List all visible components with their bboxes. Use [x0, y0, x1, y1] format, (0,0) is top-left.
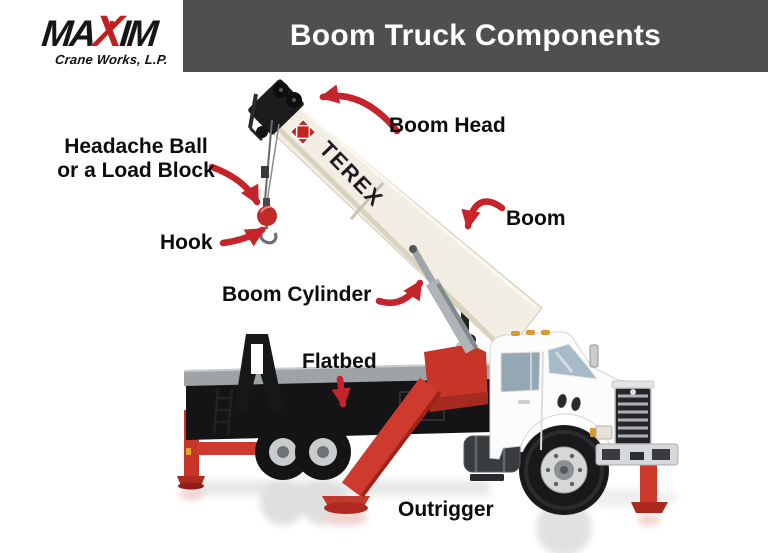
front-wheel	[519, 425, 609, 515]
label-boom: Boom	[506, 207, 566, 230]
boom-arrow	[461, 198, 506, 230]
ladder	[212, 387, 234, 435]
label-headache-ball-line1: Headache Ball	[64, 135, 208, 158]
boom-head	[248, 79, 304, 142]
terex-emblem	[289, 118, 317, 146]
side-window	[500, 351, 541, 393]
label-hook: Hook	[160, 231, 213, 254]
truck-front	[590, 380, 679, 466]
boom-head-arrow	[319, 84, 401, 135]
label-boom-head: Boom Head	[389, 114, 506, 137]
label-outrigger: Outrigger	[398, 498, 494, 521]
label-flatbed: Flatbed	[302, 350, 377, 373]
rear-wheels	[255, 424, 351, 480]
flatbed-arrow	[331, 375, 351, 408]
label-boom-cylinder: Boom Cylinder	[222, 283, 372, 306]
main-outrigger	[322, 377, 442, 514]
windshield	[547, 343, 599, 380]
header-bar: Boom Truck Components	[183, 0, 768, 72]
boom-cylinder-arrow	[375, 279, 424, 306]
headache-ball-arrow	[208, 163, 261, 206]
label-headache-ball-line2: or a Load Block	[57, 159, 215, 182]
boom-rest-frame	[234, 334, 284, 412]
headlight	[595, 425, 613, 440]
boom-cylinder	[409, 245, 479, 354]
label-headache-ball: Headache Ball or a Load Block	[30, 135, 242, 183]
hook-arrow	[219, 226, 266, 247]
side-mirror	[589, 344, 599, 368]
page-title: Boom Truck Components	[289, 19, 662, 52]
headache-ball	[257, 206, 277, 226]
